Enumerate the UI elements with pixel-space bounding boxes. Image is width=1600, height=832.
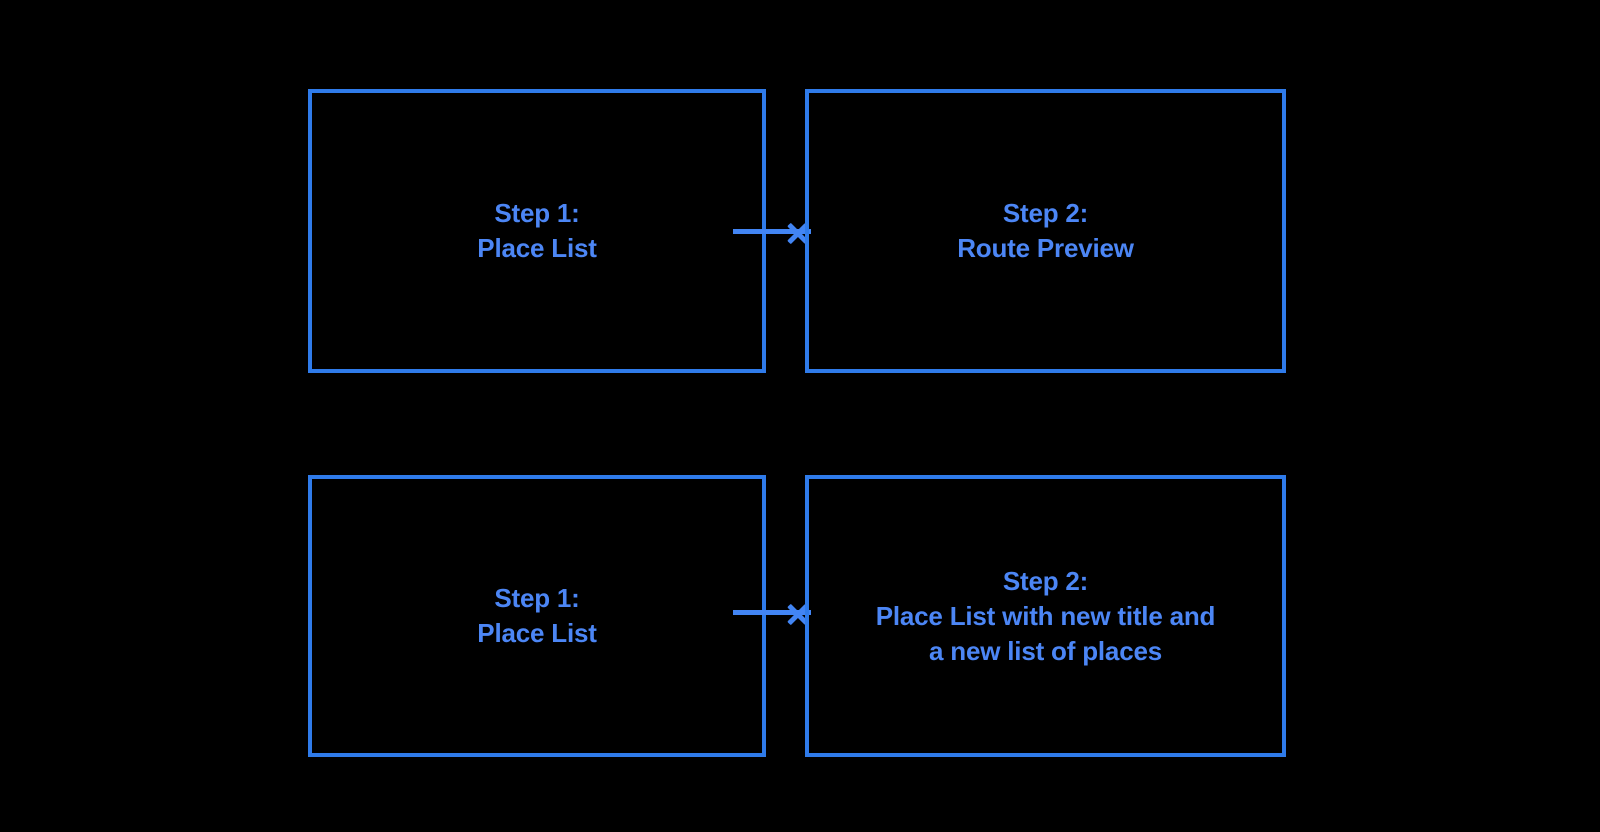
flow-box-label: Step 1: Place List [477, 583, 597, 648]
flow-box-step1-place-list-row1[interactable]: Step 1: Place List [308, 89, 766, 373]
flow-box-step2-place-list-updated[interactable]: Step 2: Place List with new title and a … [805, 475, 1286, 757]
flow-box-label: Step 2: Place List with new title and a … [875, 565, 1216, 666]
flow-box-label: Step 2: Route Preview [957, 198, 1134, 263]
arrow-right-icon-row2 [733, 592, 811, 632]
arrow-shaft [733, 229, 811, 234]
arrow-shaft [733, 610, 811, 615]
flow-box-label: Step 1: Place List [477, 198, 597, 263]
arrow-right-icon-row1 [733, 211, 811, 251]
flow-box-step2-route-preview[interactable]: Step 2: Route Preview [805, 89, 1286, 373]
flow-box-step1-place-list-row2[interactable]: Step 1: Place List [308, 475, 766, 757]
